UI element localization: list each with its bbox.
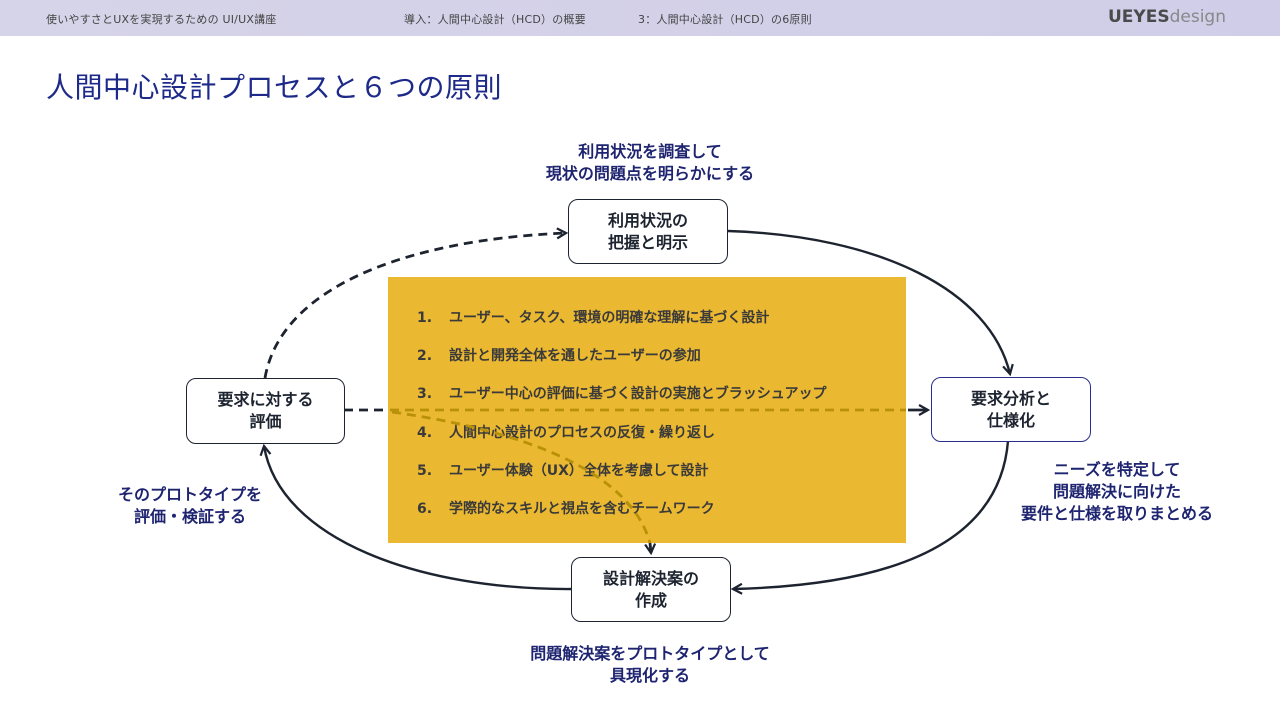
- principle-item: 3. ユーザー中心の評価に基づく設計の実施とブラッシュアップ: [417, 383, 826, 403]
- arrow-evaluate-to-design-panel: [391, 410, 652, 544]
- arrow-requirements-to-design: [733, 440, 1010, 589]
- principle-number: 3.: [417, 386, 433, 402]
- principle-text: 設計と開発全体を通したユーザーの参加: [449, 348, 701, 364]
- node-requirements: 要求分析と仕様化: [931, 377, 1091, 442]
- principle-text: ユーザー、タスク、環境の明確な理解に基づく設計: [449, 310, 770, 326]
- note-line: 問題解決に向けた: [1052, 482, 1181, 501]
- node-label-line2: 仕様化: [986, 410, 1035, 430]
- note-requirements: ニーズを特定して 問題解決に向けた 要件と仕様を取りまとめる: [972, 459, 1262, 525]
- logo-bold: UEYES: [1108, 7, 1170, 27]
- principle-text: ユーザー中心の評価に基づく設計の実施とブラッシュアップ: [449, 386, 827, 402]
- note-line: 利用状況を調査して: [578, 142, 722, 161]
- principle-number: 2.: [417, 348, 433, 364]
- principle-number: 6.: [417, 501, 433, 517]
- node-design-solution: 設計解決案の作成: [571, 557, 731, 622]
- note-line: 具現化する: [609, 666, 690, 685]
- principle-number: 1.: [417, 310, 433, 326]
- principle-item: 5. ユーザー体験（UX）全体を考慮して設計: [417, 460, 708, 480]
- brand-logo: UEYESdesign: [1108, 7, 1226, 27]
- node-evaluation: 要求に対する評価: [186, 378, 345, 444]
- node-label-line1: 利用状況の: [607, 210, 688, 230]
- node-context-of-use: 利用状況の把握と明示: [568, 199, 728, 264]
- logo-light: design: [1169, 7, 1226, 27]
- section-title: 導入：人間中心設計（HCD）の概要: [404, 13, 586, 26]
- principle-item: 4. 人間中心設計のプロセスの反復・繰り返し: [417, 422, 715, 442]
- header-bar: 使いやすさとUXを実現するための UI/UX講座 導入：人間中心設計（HCD）の…: [0, 0, 1280, 36]
- note-line: ニーズを特定して: [1053, 460, 1181, 479]
- arrow-evaluate-to-understand: [263, 233, 566, 379]
- principle-text: 人間中心設計のプロセスの反復・繰り返し: [449, 425, 715, 441]
- principle-item: 1. ユーザー、タスク、環境の明確な理解に基づく設計: [417, 307, 769, 327]
- page-title: 人間中心設計プロセスと６つの原則: [46, 71, 503, 104]
- principle-number: 5.: [417, 463, 433, 479]
- node-label-line2: 作成: [634, 590, 667, 610]
- course-title: 使いやすさとUXを実現するための UI/UX講座: [46, 13, 277, 26]
- note-context-of-use: 利用状況を調査して 現状の問題点を明らかにする: [500, 141, 800, 185]
- node-label-line1: 設計解決案の: [602, 568, 699, 588]
- arrow-understand-to-requirements: [727, 229, 1010, 374]
- node-label-line1: 要求分析と: [970, 388, 1051, 408]
- principle-text: ユーザー体験（UX）全体を考慮して設計: [449, 463, 709, 479]
- arrow-design-to-evaluate: [264, 446, 573, 591]
- principle-item: 6. 学際的なスキルと視点を含むチームワーク: [417, 498, 715, 518]
- node-label-line2: 評価: [249, 412, 282, 431]
- principle-text: 学際的なスキルと視点を含むチームワーク: [449, 501, 715, 517]
- note-evaluation: そのプロトタイプを 評価・検証する: [80, 484, 300, 528]
- note-line: 問題解決案をプロトタイプとして: [530, 644, 770, 663]
- note-line: 要件と仕様を取りまとめる: [1020, 504, 1213, 523]
- note-line: 現状の問題点を明らかにする: [545, 164, 755, 183]
- note-design-solution: 問題解決案をプロトタイプとして 具現化する: [480, 643, 820, 687]
- subsection-title: 3：人間中心設計（HCD）の6原則: [638, 13, 812, 26]
- arrow-evaluate-to-design-tip: [650, 542, 651, 553]
- note-line: 評価・検証する: [133, 507, 246, 526]
- note-line: そのプロトタイプを: [117, 485, 262, 504]
- node-label-line2: 把握と明示: [607, 232, 688, 252]
- node-label-line1: 要求に対する: [217, 390, 314, 409]
- principle-item: 2. 設計と開発全体を通したユーザーの参加: [417, 345, 701, 365]
- principle-number: 4.: [417, 425, 433, 441]
